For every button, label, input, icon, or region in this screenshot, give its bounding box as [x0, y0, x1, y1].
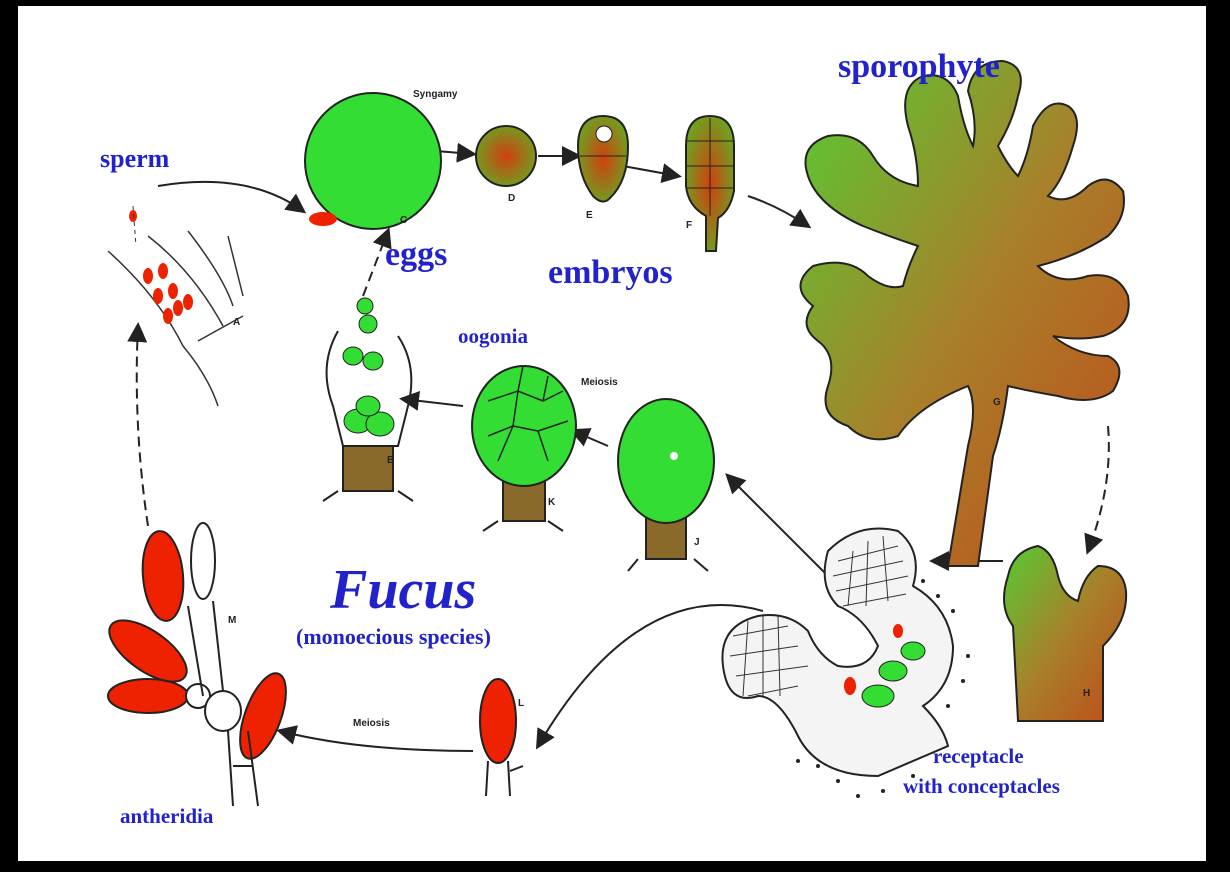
- stage-d-zygote: [476, 126, 536, 186]
- syngamy-label: Syngamy: [413, 90, 457, 100]
- stage-letter-d: D: [508, 194, 515, 204]
- stage-letter-m: M: [228, 616, 236, 626]
- stage-letter-e: E: [586, 211, 593, 221]
- stage-l-antheridium: [480, 679, 523, 796]
- arrow-m-to-a: [137, 326, 148, 526]
- arrow-l-to-m: [280, 731, 473, 751]
- stage-e-embryo: [578, 116, 628, 202]
- stage-letter-c: C: [400, 216, 407, 226]
- arrow-j-to-k: [573, 431, 608, 446]
- stage-letter-j: J: [694, 538, 700, 548]
- arrow-f-to-sporophyte: [748, 196, 808, 226]
- sporophyte-label: sporophyte: [838, 50, 1000, 84]
- embryos-label: embryos: [548, 256, 673, 290]
- stage-j-oogonium: [618, 399, 714, 571]
- stage-letter-b: B: [387, 456, 394, 466]
- receptacle-label-line1: receptacle: [933, 746, 1024, 767]
- arrow-sporophyte-to-h: [1088, 426, 1109, 551]
- stage-letter-k: K: [548, 498, 555, 508]
- arrow-e-to-f: [623, 166, 678, 176]
- meiosis-label-male: Meiosis: [353, 719, 390, 729]
- receptacle-label-line2: with conceptacles: [903, 776, 1060, 797]
- antheridia-label: antheridia: [120, 806, 213, 827]
- stage-g-sporophyte: [801, 61, 1129, 566]
- stage-f-embryo: [686, 116, 734, 251]
- diagram-subtitle: (monoecious species): [296, 626, 491, 648]
- sperm-label: sperm: [100, 146, 169, 172]
- stage-a-sperm-cells: [108, 206, 243, 406]
- stage-c-egg: [305, 93, 441, 229]
- stage-k-oogonium-divided: [472, 366, 576, 531]
- stage-h-receptacle-tip: [1004, 546, 1126, 721]
- stage-m-antheridia-cluster: [100, 523, 296, 806]
- stage-letter-g: G: [993, 398, 1001, 408]
- arrow-k-to-b: [403, 399, 463, 406]
- meiosis-label-female: Meiosis: [581, 378, 618, 388]
- stage-letter-a: A: [233, 318, 240, 328]
- stage-b-eggs-released: [323, 298, 413, 501]
- diagram-title: Fucus: [330, 562, 476, 618]
- arrow-sperm-to-egg: [158, 182, 303, 211]
- diagram-panel: sporophyte sperm eggs embryos oogonia an…: [18, 6, 1206, 861]
- stage-letter-h: H: [1083, 689, 1090, 699]
- stage-letter-l: L: [518, 699, 524, 709]
- oogonia-label: oogonia: [458, 326, 528, 347]
- eggs-label: eggs: [385, 238, 447, 272]
- stage-letter-f: F: [686, 221, 692, 231]
- life-cycle-diagram: [18, 6, 1206, 861]
